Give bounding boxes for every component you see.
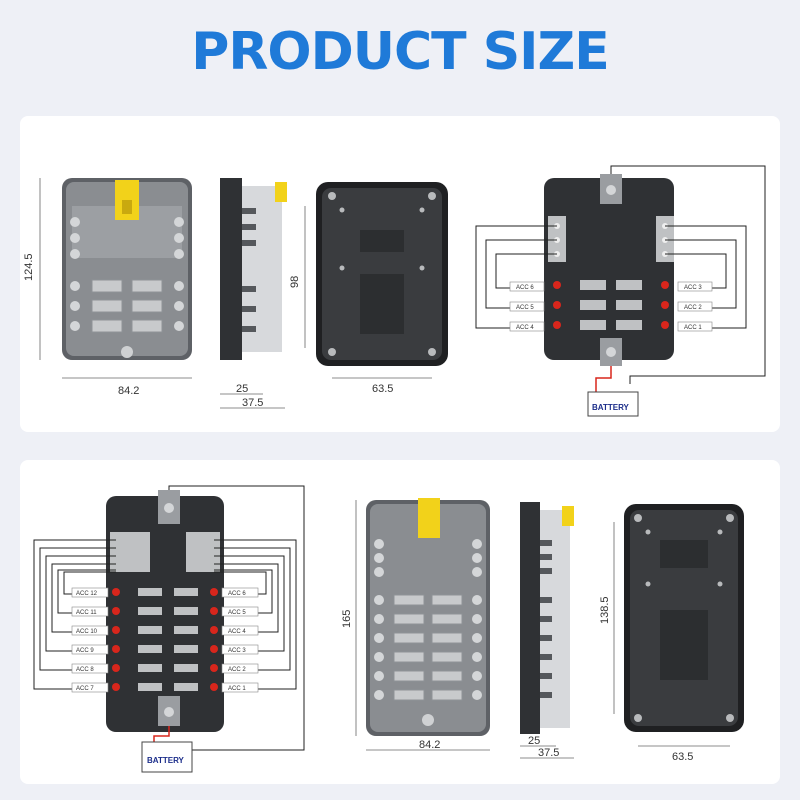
battery-label: BATTERY [147,756,185,765]
wiring-view-12way: ACC 12 ACC 11 ACC 10 ACC 9 ACC 8 ACC 7 A… [33,485,305,773]
side-depth-inner-label: 25 [528,735,540,747]
acc-label: ACC 5 [228,610,246,616]
side-depth-total-label: 37.5 [242,397,263,409]
fuse-cover-latch [418,498,440,538]
wiring-view-6way: ACC 6 ACC 5 ACC 4 ACC 3 ACC 2 ACC 1 BATT… [475,165,766,417]
back-height-label: 98 [289,276,301,288]
acc-label: ACC 2 [684,305,702,311]
acc-label: ACC 7 [76,686,94,692]
acc-label: ACC 1 [684,325,702,331]
front-view-6way: 124.5 84.2 [23,178,192,397]
acc-label: ACC 4 [516,325,534,331]
acc-label: ACC 3 [228,648,246,654]
battery-label: BATTERY [592,403,630,412]
acc-label: ACC 9 [76,648,94,654]
acc-label: ACC 5 [516,305,534,311]
acc-label: ACC 2 [228,667,246,673]
acc-label: ACC 1 [228,686,246,692]
acc-label: ACC 3 [684,285,702,291]
side-view-6way: 25 37.5 [220,178,287,409]
acc-label: ACC 12 [76,591,98,597]
twelve-way-dimension-panel: ACC 12 ACC 11 ACC 10 ACC 9 ACC 8 ACC 7 A… [20,460,780,784]
front-width-label: 84.2 [118,385,139,397]
front-height-label: 124.5 [23,253,35,281]
acc-label: ACC 4 [228,629,246,635]
battery-box [141,741,193,773]
back-width-label: 63.5 [672,751,693,763]
front-width-label: 84.2 [419,739,440,751]
page-title: PRODUCT SIZE [191,22,610,82]
acc-label: ACC 8 [76,667,94,673]
acc-label: ACC 6 [228,591,246,597]
acc-label: ACC 11 [76,610,97,616]
side-view-12way: 25 37.5 [520,502,574,759]
acc-label: ACC 6 [516,285,534,291]
front-height-label: 165 [341,610,353,628]
side-depth-inner-label: 25 [236,383,248,395]
six-way-dimension-panel: 124.5 84.2 25 37.5 98 63.5 [20,116,780,432]
back-view-6way: 98 63.5 [289,182,448,395]
back-width-label: 63.5 [372,383,393,395]
back-view-12way: 138.5 63.5 [599,504,744,763]
battery-box [587,391,639,417]
front-view-12way: 165 84.2 [341,498,490,751]
acc-label: ACC 10 [76,629,98,635]
back-height-label: 138.5 [599,596,611,624]
side-depth-total-label: 37.5 [538,747,559,759]
